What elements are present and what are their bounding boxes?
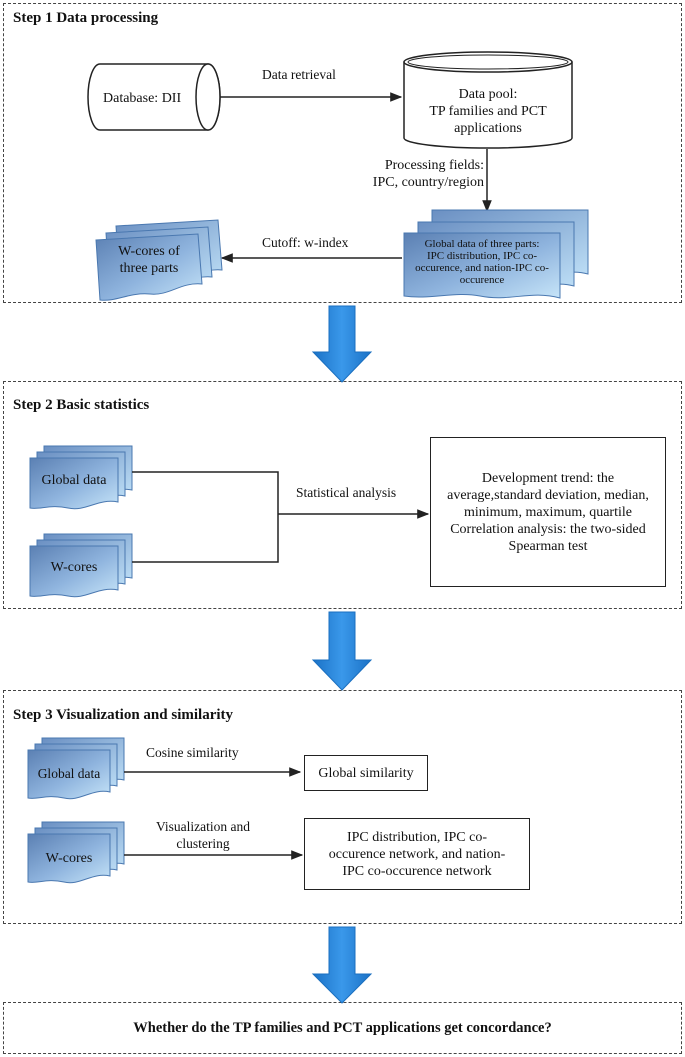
step2-global-data-docs	[29, 445, 133, 510]
visualization-line-1: Visualization and	[155, 819, 251, 834]
visualization-line-2: clustering	[176, 836, 230, 851]
data-retrieval-label: Data retrieval	[262, 67, 336, 82]
processing-fields-line-1: Processing fields:	[384, 158, 484, 173]
flow-arrow-2	[311, 611, 373, 691]
result-line-2: average,standard deviation, median,	[447, 487, 649, 503]
network-line-2: occurence network, and nation-	[328, 846, 506, 862]
step3-box	[3, 690, 682, 924]
conclusion-question: Whether do the TP families and PCT appli…	[133, 1020, 552, 1036]
processing-fields-line-2: IPC, country/region	[372, 175, 484, 190]
wcores-three-parts-label: W-cores of three parts	[96, 243, 202, 277]
statistics-result-box: Development trend: the average,standard …	[430, 437, 666, 587]
global-data-line-4: occurence	[459, 274, 505, 286]
network-line-3: IPC co-occurence network	[342, 863, 492, 879]
step2-wcores-label: W-cores	[50, 560, 98, 575]
step3-wcores-docs	[27, 821, 125, 884]
statistical-analysis-label: Statistical analysis	[296, 485, 397, 500]
result-line-1: Development trend: the	[481, 470, 615, 486]
step2-global-data-label: Global data	[41, 473, 107, 488]
wcores-three-parts-docs	[95, 219, 223, 301]
step1-title: Step 1 Data processing	[13, 10, 159, 26]
wcores-line-1: W-cores of	[118, 244, 180, 259]
result-line-4: Correlation analysis: the two-sided	[450, 521, 646, 537]
flow-arrow-3	[311, 926, 373, 1004]
step2-title: Step 2 Basic statistics	[13, 397, 150, 413]
result-line-3: minimum, maximum, quartile	[464, 504, 632, 520]
global-data-line-1: Global data of three parts:	[424, 238, 540, 250]
data-pool-label: Data pool: TP families and PCT applicati…	[404, 86, 572, 137]
data-pool-line-2: TP families and PCT	[429, 104, 547, 119]
wcores-line-2: three parts	[119, 261, 179, 276]
flow-arrow-1	[311, 305, 373, 383]
visualization-label: Visualization and clustering	[140, 818, 266, 852]
step2-wcores-docs	[29, 533, 133, 598]
processing-fields-label: Processing fields: IPC, country/region	[352, 157, 484, 191]
global-similarity-box: Global similarity	[304, 755, 428, 791]
step3-title: Step 3 Visualization and similarity	[13, 707, 234, 723]
network-box: IPC distribution, IPC co- occurence netw…	[304, 818, 530, 890]
result-line-5: Spearman test	[508, 538, 588, 554]
database-label: Database: DII	[103, 91, 182, 106]
step1-box	[3, 3, 682, 303]
global-data-three-parts-docs	[403, 209, 589, 299]
step3-wcores-label: W-cores	[45, 851, 93, 866]
network-line-1: IPC distribution, IPC co-	[346, 829, 487, 845]
cutoff-label: Cutoff: w-index	[262, 235, 349, 250]
step3-global-data-label: Global data	[37, 766, 101, 781]
global-data-three-parts-label: Global data of three parts: IPC distribu…	[404, 238, 560, 286]
data-pool-line-3: applications	[454, 121, 522, 136]
step3-global-data-docs	[27, 737, 125, 800]
data-pool-line-1: Data pool:	[458, 87, 518, 102]
global-data-line-2: IPC distribution, IPC co-	[426, 250, 537, 262]
global-data-line-3: occurence, and nation-IPC co-	[415, 262, 549, 274]
cosine-similarity-label: Cosine similarity	[146, 745, 239, 760]
step2-connector	[132, 471, 430, 563]
data-pool-cylinder	[403, 51, 573, 149]
